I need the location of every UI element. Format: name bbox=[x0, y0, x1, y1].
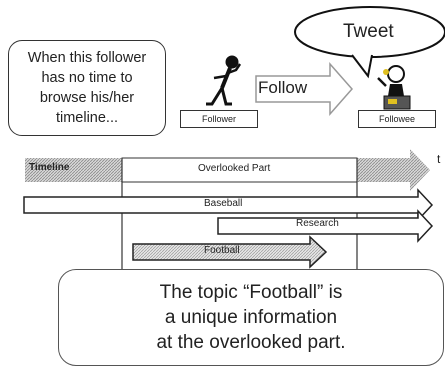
summary-line: at the overlooked part. bbox=[156, 332, 346, 353]
follower-figure-icon bbox=[206, 55, 242, 106]
timeline-label: Timeline bbox=[29, 162, 70, 173]
callout-line: has no time to bbox=[41, 70, 133, 86]
football-arrow bbox=[132, 235, 328, 269]
time-axis-label: t bbox=[437, 152, 441, 166]
callout-line: timeline... bbox=[55, 110, 119, 126]
tweet-bubble bbox=[294, 6, 445, 79]
followee-figure-icon bbox=[377, 65, 411, 110]
follow-arrow bbox=[255, 62, 353, 116]
summary-line: a unique information bbox=[164, 307, 338, 328]
summary-line: The topic “Football” is bbox=[159, 282, 343, 303]
callout-line: When this follower bbox=[27, 50, 147, 66]
summary-box: The topic “Football” is a unique informa… bbox=[58, 269, 444, 366]
topic-football-label: Football bbox=[204, 245, 240, 256]
baseball-arrow bbox=[23, 188, 434, 222]
tweet-label: Tweet bbox=[343, 21, 394, 42]
followee-label: Followee bbox=[358, 110, 436, 128]
follow-label: Follow bbox=[258, 78, 308, 97]
callout-line: browse his/her bbox=[39, 90, 135, 106]
research-arrow bbox=[217, 209, 434, 243]
topic-baseball-label: Baseball bbox=[204, 198, 243, 209]
condition-callout: When this follower has no time to browse… bbox=[8, 40, 166, 136]
follower-label: Follower bbox=[180, 110, 258, 128]
overlooked-part-label: Overlooked Part bbox=[198, 163, 271, 174]
topic-research-label: Research bbox=[296, 218, 339, 229]
